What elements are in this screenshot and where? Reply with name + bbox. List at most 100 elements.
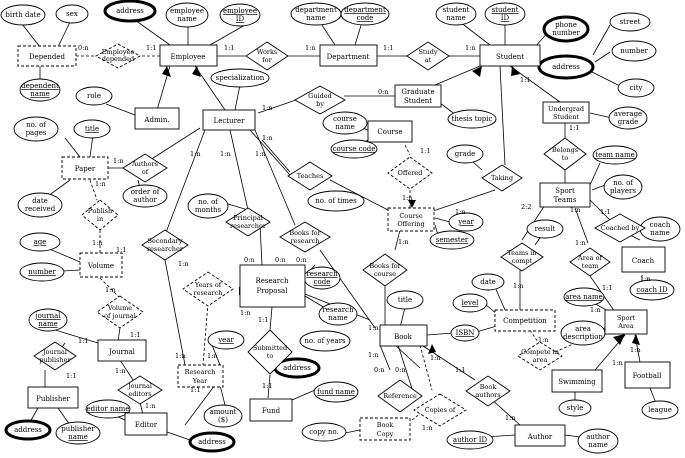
entity-publisher-label: Publisher <box>36 395 70 403</box>
entity-coach-label: Coach <box>632 257 655 265</box>
card-label: 1:n <box>95 180 106 188</box>
attr-amount-l2: ($) <box>218 416 228 424</box>
card-label: 1:1 <box>600 208 610 216</box>
attr-no-of-months-l1: no. of <box>198 198 219 206</box>
attr-level-text: level <box>462 299 479 307</box>
attr-student-id: student ID <box>484 2 526 26</box>
attr-copy-no: copy no. <box>301 422 347 442</box>
entity-course: Course <box>367 120 413 143</box>
attr-volume-number: number <box>19 262 65 282</box>
attr-no-of-months: no. of months <box>187 193 229 219</box>
card-label: 0:n <box>296 256 307 264</box>
attr-student-name: student name <box>435 2 477 26</box>
entity-research-year: Research Year <box>177 364 224 388</box>
attr-order-of-author: order of author <box>122 184 168 208</box>
attr-department-name-l2: name <box>306 14 325 22</box>
attr-date-received-l2: received <box>25 205 56 213</box>
card-label: 1:1 <box>66 372 76 380</box>
attr-street-text: street <box>620 18 641 26</box>
attr-birth-date-text: birth date <box>5 11 40 19</box>
card-label: 1:1 <box>116 246 126 254</box>
rel-works-for-l1: Works <box>257 48 278 56</box>
rel-journal-publisher-l1: Journal <box>42 348 67 356</box>
entity-book: Book <box>379 324 428 347</box>
attr-student-name-l1: student <box>443 6 470 14</box>
rel-secondary-researcher-l2: researcher <box>147 245 184 253</box>
entity-paper: Paper <box>61 156 109 180</box>
entity-graduate-student: Graduate Student <box>394 84 442 108</box>
attr-style: style <box>558 399 592 417</box>
attr-volume-number-text: number <box>28 268 56 276</box>
attr-no-of-times-text: no. of times <box>315 197 357 205</box>
entity-research-year-l1: Research <box>185 368 216 376</box>
rel-taking-text: Taking <box>491 174 513 182</box>
attr-amount: amount ($) <box>203 404 243 428</box>
attr-coach-name-l2: name <box>650 229 669 237</box>
attr-coach-id: coach ID <box>629 279 675 301</box>
card-label: 1:n <box>398 238 409 246</box>
attr-employee-name-l1: employee <box>170 7 204 15</box>
rel-journal-editors-l1: Journal <box>127 382 152 390</box>
entity-sport-teams-l1: Sport <box>555 187 575 195</box>
attr-research-code-l2: code <box>314 278 331 286</box>
entity-research-proposal: Research Proposal <box>239 264 306 308</box>
rel-principal-researcher-l1: Principal <box>233 214 263 222</box>
attr-no-of-months-l2: months <box>195 206 222 214</box>
entity-course-offering: Course Offering <box>387 207 435 232</box>
card-label: 1:n <box>175 352 186 360</box>
attr-fund-name-text: fund name <box>317 388 355 396</box>
entity-research-year-l2: Year <box>192 377 208 385</box>
attr-course-code: course code <box>330 139 378 159</box>
rel-area-of-team-l1: Area of <box>577 254 603 262</box>
rel-coached-by: Coached by <box>594 213 646 243</box>
attr-employee-name: employee name <box>165 2 209 28</box>
rel-volume-of-journal-l1: Volume <box>107 304 132 312</box>
attr-course-name-l1: course <box>333 115 357 123</box>
rel-books-for-research-l1: Books for <box>289 229 321 237</box>
entity-book-copy-l2: Copy <box>377 430 394 438</box>
card-label: 1:1 <box>130 331 140 339</box>
entity-admin: Admin. <box>134 107 180 130</box>
card-label: 1:n <box>262 104 273 112</box>
rel-books-for-course-l1: Books for <box>369 262 401 270</box>
attr-paper-title-text: title <box>85 125 99 133</box>
card-label: 1:1 <box>602 284 612 292</box>
attr-area-description-l2: description <box>563 333 603 341</box>
attr-research-code: research code <box>303 266 341 290</box>
entity-swimming: Swimming <box>551 369 603 393</box>
attr-employee-address: address <box>103 0 157 23</box>
rel-book-authors-l1: Book <box>480 383 497 391</box>
card-label: 1:1 <box>455 366 465 374</box>
rel-study-at: Study at <box>406 41 450 71</box>
entity-author: Author <box>514 424 566 447</box>
attr-style-text: style <box>567 404 584 412</box>
entity-sport-teams: Sport Teams <box>539 182 591 208</box>
card-label: 1:n <box>590 306 601 314</box>
rel-submitted-to: Submitted to <box>247 329 293 375</box>
card-label: 1:n <box>113 157 124 165</box>
rel-secondary-researcher-l1: Secondary <box>148 237 183 245</box>
attr-number: number <box>611 40 657 62</box>
card-label: 1:n <box>178 260 189 268</box>
entity-publisher: Publisher <box>27 386 79 409</box>
entity-undergrad-student: Undergrad Student <box>542 101 590 124</box>
attr-semester-text: semester <box>436 236 469 244</box>
entity-employee: Employee <box>159 44 218 67</box>
card-label: 1:n <box>255 150 266 158</box>
attr-city-text: city <box>630 84 643 92</box>
rel-offered: Offered <box>387 156 433 190</box>
rel-compete-in-area: Compete in area <box>517 341 563 371</box>
rel-journal-publisher: Journal publisher <box>33 341 77 371</box>
rel-reference-text: Reference <box>383 392 417 400</box>
rel-publish-in-l2: in <box>97 215 103 223</box>
entity-depended: Depended <box>17 45 77 67</box>
rel-study-at-l2: at <box>425 56 432 64</box>
attr-date-text: date <box>480 278 496 286</box>
card-label: 1:1 <box>420 147 430 155</box>
attr-team-name: team name <box>592 145 638 165</box>
entity-football-label: Football <box>633 372 663 380</box>
rel-years-of-research-l1: Years of <box>194 281 222 289</box>
entity-research-proposal-l1: Research <box>255 277 289 285</box>
card-label: 1:1 <box>78 337 88 345</box>
